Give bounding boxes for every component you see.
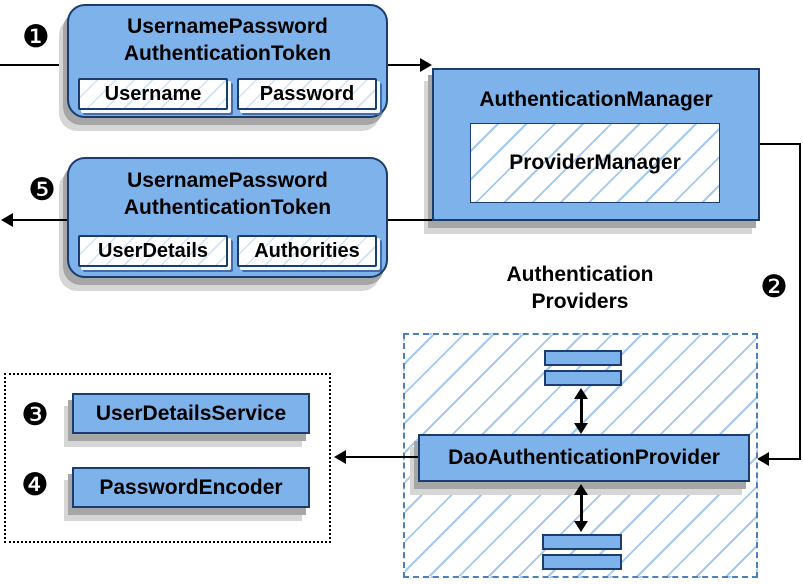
step-2-badge: ❷ bbox=[760, 269, 788, 305]
userdetails-field-box: UserDetails bbox=[78, 235, 228, 267]
step-1-badge: ❶ bbox=[22, 19, 50, 55]
authentication-manager-box: AuthenticationManager ProviderManager bbox=[432, 68, 760, 221]
request-token-title: UsernamePassword AuthenticationToken bbox=[69, 6, 386, 67]
user-details-service-box: UserDetailsService bbox=[72, 393, 310, 434]
provider-stack-bottom-bar-2 bbox=[542, 554, 622, 570]
flow-line-response-out bbox=[12, 219, 67, 221]
bidirectional-arrow-top-uphead bbox=[574, 388, 588, 399]
step-5-badge: ❺ bbox=[28, 172, 56, 208]
response-token-title-line1: UsernamePassword bbox=[127, 169, 328, 192]
authentication-providers-label-line1: Authentication bbox=[506, 263, 654, 286]
authentication-manager-title: AuthenticationManager bbox=[479, 88, 713, 111]
bidirectional-arrow-bottom-shaft bbox=[580, 493, 583, 521]
request-token-box: UsernamePassword AuthenticationToken Use… bbox=[67, 4, 388, 118]
provider-stack-bottom-bar-1 bbox=[542, 534, 622, 550]
arrowhead-into-dao bbox=[757, 452, 769, 466]
connector-manager-right-vertical bbox=[799, 143, 801, 460]
password-field-box: Password bbox=[237, 78, 377, 110]
connector-manager-right-horizontal bbox=[760, 143, 801, 145]
bidirectional-arrow-bottom-downhead bbox=[574, 521, 588, 532]
flow-line-request-in bbox=[0, 64, 68, 66]
bidirectional-arrow-bottom-uphead bbox=[574, 484, 588, 495]
request-token-title-line2: AuthenticationToken bbox=[123, 42, 332, 65]
bidirectional-arrow-top-downhead bbox=[574, 423, 588, 434]
arrowhead-into-services bbox=[334, 450, 346, 464]
services-dotted-container bbox=[4, 373, 331, 543]
request-token-title-line1: UsernamePassword bbox=[127, 15, 328, 38]
flow-line-manager-to-response bbox=[388, 219, 432, 221]
bidirectional-arrow-top-shaft bbox=[580, 397, 583, 425]
provider-stack-top-bar-2 bbox=[544, 370, 622, 386]
authorities-field-box: Authorities bbox=[237, 235, 377, 267]
response-token-title: UsernamePassword AuthenticationToken bbox=[69, 159, 386, 221]
step-3-badge: ❸ bbox=[21, 397, 49, 433]
provider-stack-top-bar-1 bbox=[544, 350, 622, 366]
flow-line-dao-to-services bbox=[346, 456, 418, 458]
flow-line-request-to-manager bbox=[388, 64, 420, 66]
provider-manager-box: ProviderManager bbox=[470, 123, 720, 203]
response-token-title-line2: AuthenticationToken bbox=[123, 196, 332, 219]
dao-authentication-provider-box: DaoAuthenticationProvider bbox=[418, 434, 750, 482]
authentication-providers-label-line2: Providers bbox=[531, 290, 629, 313]
step-4-badge: ❹ bbox=[21, 467, 49, 503]
connector-into-dao-horizontal bbox=[768, 458, 800, 460]
username-field-box: Username bbox=[78, 78, 228, 110]
response-token-box: UsernamePassword AuthenticationToken Use… bbox=[67, 157, 388, 278]
password-encoder-box: PasswordEncoder bbox=[72, 467, 310, 508]
arrowhead-response-out bbox=[1, 213, 13, 227]
authentication-providers-label: Authentication Providers bbox=[470, 261, 690, 315]
arrowhead-into-manager bbox=[420, 58, 432, 72]
